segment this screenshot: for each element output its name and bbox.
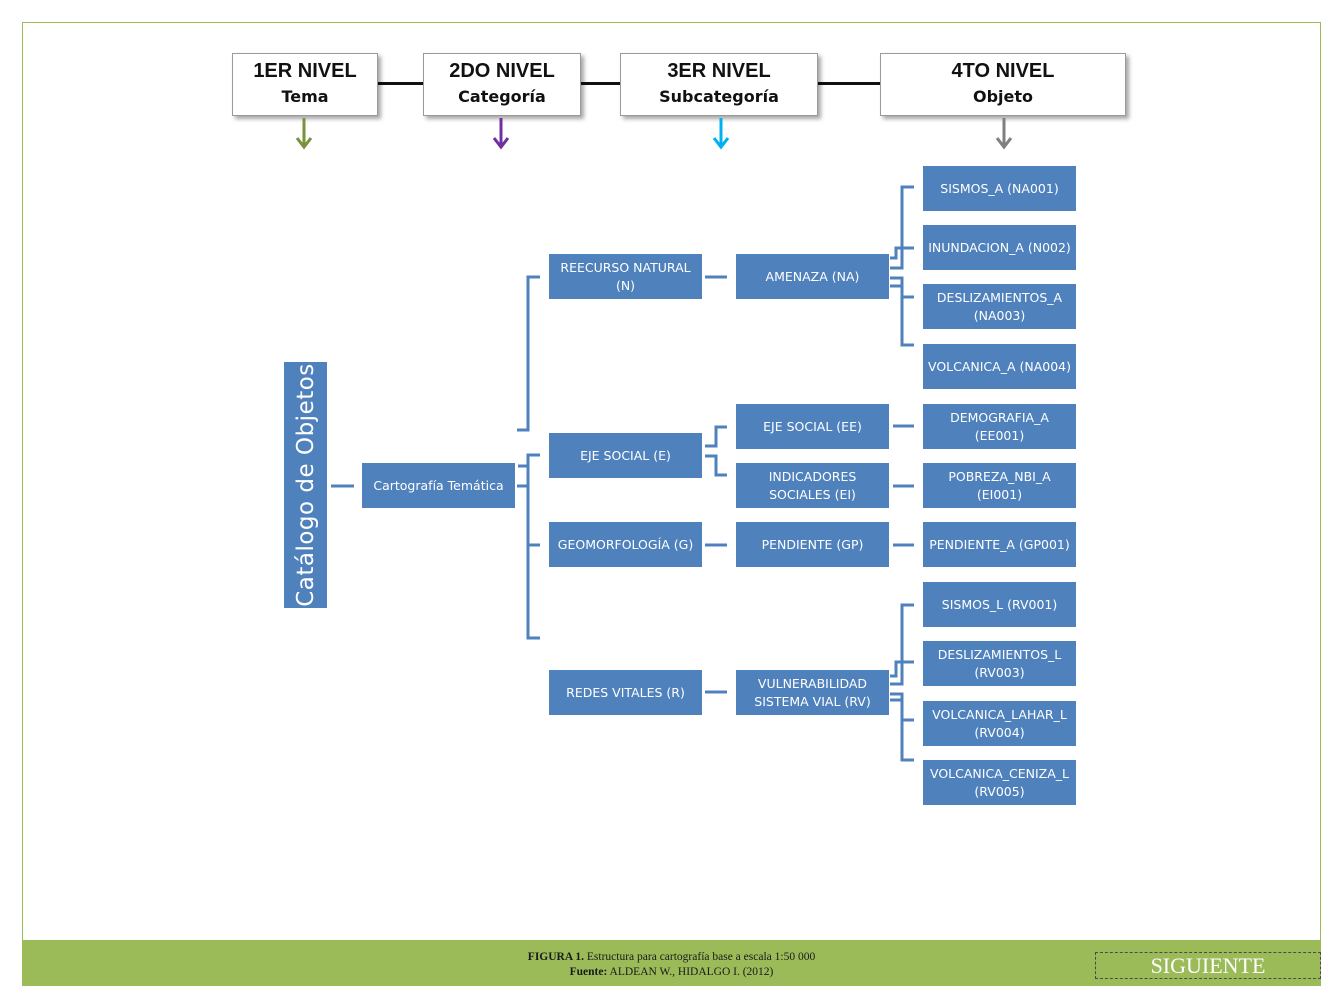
objeto-node: SISMOS_A (NA001) bbox=[923, 166, 1076, 211]
level-box-3: 3ER NIVEL Subcategoría bbox=[620, 53, 818, 116]
catalog-root-node: Catálogo de Objetos bbox=[284, 362, 327, 608]
subcategoria-node: PENDIENTE (GP) bbox=[736, 522, 889, 567]
next-button[interactable]: SIGUIENTE bbox=[1095, 952, 1321, 979]
level-subtitle: Tema bbox=[281, 87, 329, 106]
source-caption: Fuente: ALDEAN W., HIDALGO I. (2012) bbox=[22, 966, 1321, 978]
objeto-node: VOLCANICA_CENIZA_L (RV005) bbox=[923, 760, 1076, 805]
subcategoria-node: INDICADORES SOCIALES (EI) bbox=[736, 463, 889, 508]
objeto-node: DEMOGRAFIA_A (EE001) bbox=[923, 404, 1076, 449]
source-text: ALDEAN W., HIDALGO I. (2012) bbox=[609, 966, 774, 978]
figure-label: FIGURA 1. bbox=[527, 951, 585, 963]
catalog-root-label: Catálogo de Objetos bbox=[292, 363, 319, 607]
objeto-node: DESLIZAMIENTOS_L (RV003) bbox=[923, 641, 1076, 686]
level-arrow-3 bbox=[712, 118, 730, 150]
level-title: 4TO NIVEL bbox=[951, 60, 1055, 82]
level-title: 3ER NIVEL bbox=[667, 60, 771, 82]
level-arrow-1 bbox=[295, 118, 313, 150]
figure-caption: FIGURA 1. Estructura para cartografía ba… bbox=[22, 951, 1321, 963]
categoria-node: EJE SOCIAL (E) bbox=[549, 433, 702, 478]
level-box-1: 1ER NIVEL Tema bbox=[232, 53, 378, 116]
level-subtitle: Categoría bbox=[458, 87, 546, 106]
objeto-node: VOLCANICA_A (NA004) bbox=[923, 344, 1076, 389]
source-label: Fuente: bbox=[569, 966, 608, 978]
figure-text: Estructura para cartografía base a escal… bbox=[586, 951, 816, 963]
objeto-node: DESLIZAMIENTOS_A (NA003) bbox=[923, 284, 1076, 329]
level-box-4: 4TO NIVEL Objeto bbox=[880, 53, 1126, 116]
subcategoria-node: EJE SOCIAL (EE) bbox=[736, 404, 889, 449]
objeto-node: PENDIENTE_A (GP001) bbox=[923, 522, 1076, 567]
level-subtitle: Objeto bbox=[972, 87, 1034, 106]
level-title: 2DO NIVEL bbox=[449, 60, 555, 82]
subcategoria-node: VULNERABILIDAD SISTEMA VIAL (RV) bbox=[736, 670, 889, 715]
tema-node: Cartografía Temática bbox=[362, 463, 515, 508]
subcategoria-node: AMENAZA (NA) bbox=[736, 254, 889, 299]
objeto-node: SISMOS_L (RV001) bbox=[923, 582, 1076, 627]
level-arrow-2 bbox=[492, 118, 510, 150]
objeto-node: INUNDACION_A (N002) bbox=[923, 225, 1076, 270]
level-arrow-4 bbox=[995, 118, 1013, 150]
categoria-node: GEOMORFOLOGÍA (G) bbox=[549, 522, 702, 567]
objeto-node: POBREZA_NBI_A (EI001) bbox=[923, 463, 1076, 508]
level-box-2: 2DO NIVEL Categoría bbox=[423, 53, 581, 116]
level-subtitle: Subcategoría bbox=[659, 87, 779, 106]
level-title: 1ER NIVEL bbox=[253, 60, 357, 82]
categoria-node: REECURSO NATURAL (N) bbox=[549, 254, 702, 299]
objeto-node: VOLCANICA_LAHAR_L (RV004) bbox=[923, 701, 1076, 746]
categoria-node: REDES VITALES (R) bbox=[549, 670, 702, 715]
